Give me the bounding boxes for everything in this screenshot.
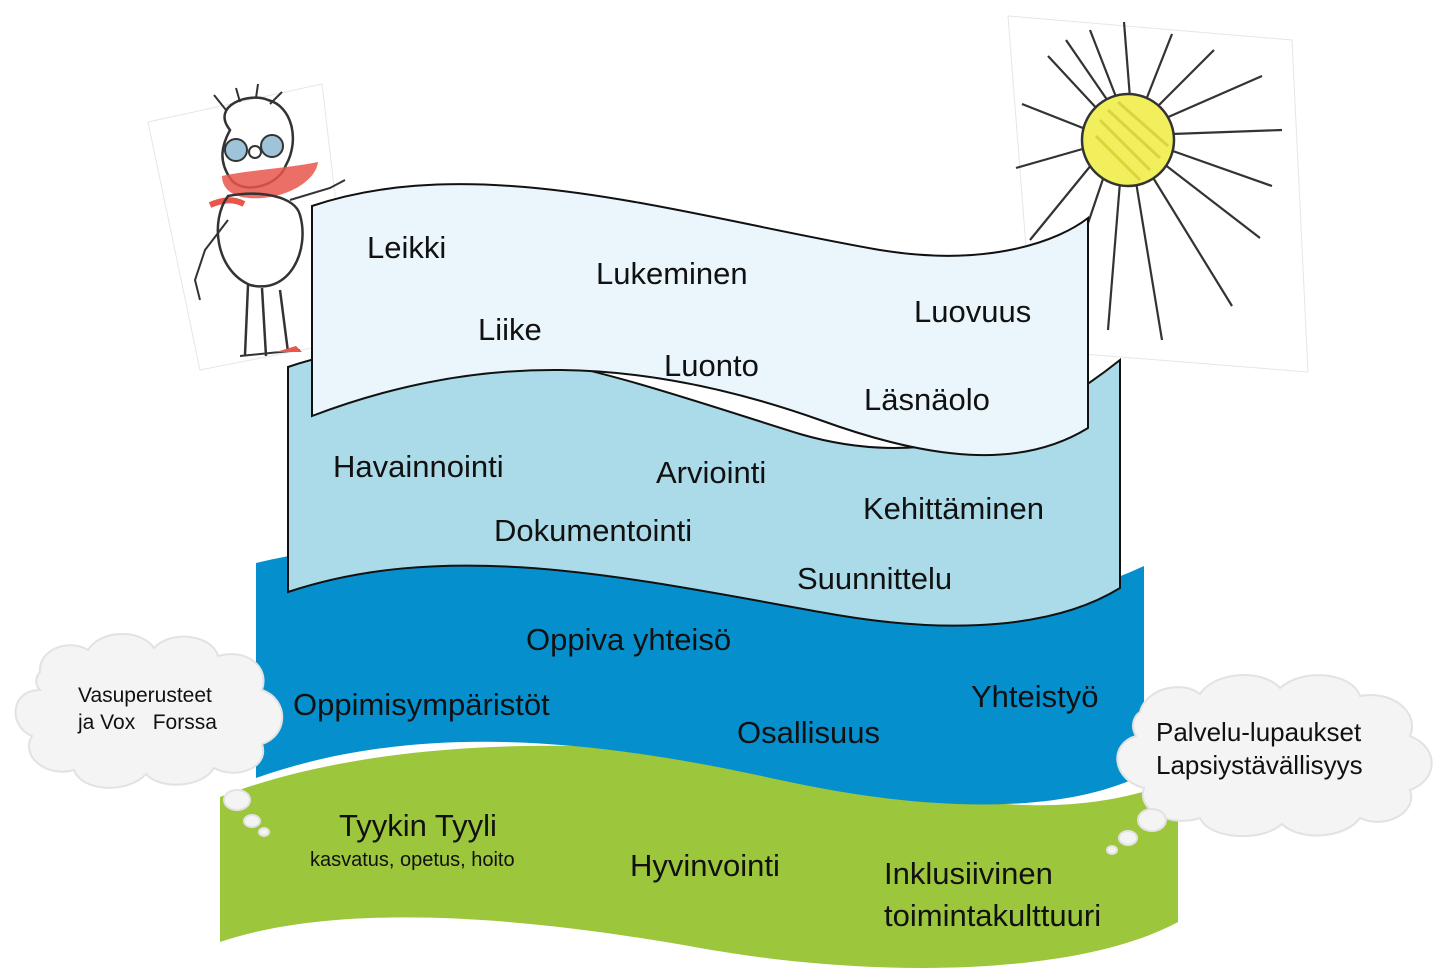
left-cloud-text: Vasuperusteet ja Vox Forssa [78, 682, 217, 737]
word-oppiva-yhteiso: Oppiva yhteisö [526, 624, 731, 655]
word-inklusiivinen: Inklusiivinen [884, 858, 1053, 889]
right-cloud-line-2: Lapsiystävällisyys [1156, 749, 1363, 782]
tyykin-tyyli-subtitle: kasvatus, opetus, hoito [310, 850, 515, 870]
word-leikki: Leikki [367, 232, 446, 263]
word-kehittaminen: Kehittäminen [863, 493, 1044, 524]
word-dokumentointi: Dokumentointi [494, 515, 692, 546]
word-yhteistyo: Yhteistyö [971, 681, 1099, 712]
left-cloud-line-1: Vasuperusteet [78, 682, 217, 709]
word-luonto: Luonto [664, 350, 759, 381]
right-cloud-line-1: Palvelu-lupaukset [1156, 716, 1363, 749]
word-luovuus: Luovuus [914, 296, 1031, 327]
word-lukeminen: Lukeminen [596, 258, 748, 289]
word-oppimisymparistot: Oppimisympäristöt [293, 689, 550, 720]
right-cloud-text: Palvelu-lupaukset Lapsiystävällisyys [1156, 716, 1363, 781]
word-suunnittelu: Suunnittelu [797, 563, 952, 594]
word-arviointi: Arviointi [656, 457, 766, 488]
tyykin-tyyli-title: Tyykin Tyyli [339, 810, 497, 841]
word-havainnointi: Havainnointi [333, 451, 504, 482]
word-lasnaolo: Läsnäolo [864, 384, 990, 415]
word-liike: Liike [478, 314, 542, 345]
word-osallisuus: Osallisuus [737, 717, 880, 748]
left-cloud-line-2: ja Vox Forssa [78, 709, 217, 736]
word-toimintakulttuuri: toimintakulttuuri [884, 900, 1101, 931]
word-hyvinvointi: Hyvinvointi [630, 850, 780, 881]
